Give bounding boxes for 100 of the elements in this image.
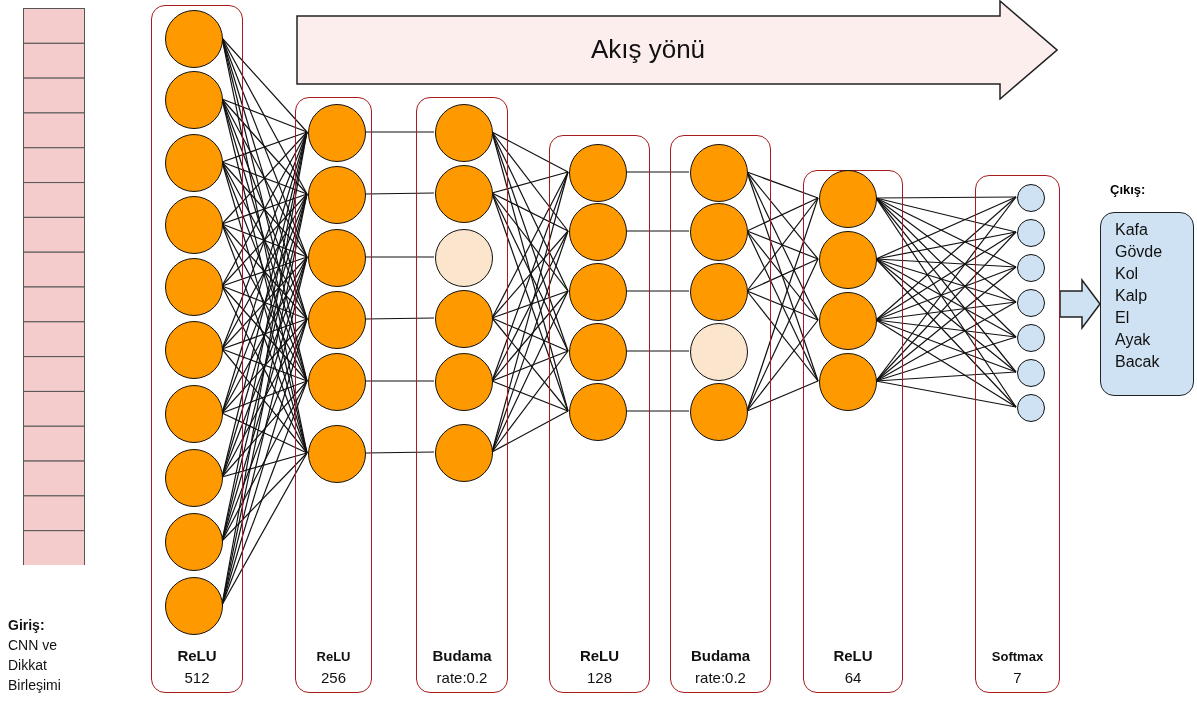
layer-value: rate:0.2 — [694, 669, 747, 686]
connection-line — [221, 223, 308, 320]
class-label: El — [1115, 308, 1131, 328]
connection-line — [746, 171, 819, 260]
connection-line — [491, 350, 569, 382]
connection-line — [625, 410, 690, 412]
connection-line — [221, 98, 308, 133]
connection-line — [491, 290, 569, 319]
connection-line — [221, 452, 308, 478]
connection-line — [221, 256, 308, 287]
class-label: Kafa — [1115, 220, 1149, 240]
class-label: Ayak — [1115, 330, 1152, 350]
connection-line — [875, 197, 1017, 303]
connection-line — [364, 317, 435, 320]
connection-line — [625, 350, 690, 352]
connection-line — [221, 348, 308, 454]
block-arrow — [1059, 277, 1101, 331]
layer-value: 128 — [586, 669, 613, 686]
connection-line — [746, 197, 819, 292]
connection-line — [746, 197, 819, 232]
connection-line — [364, 192, 435, 195]
layer-box — [670, 135, 771, 693]
connection-line — [875, 371, 1017, 382]
connection-line — [746, 230, 819, 321]
connection-line — [491, 317, 569, 412]
neuron-circle — [1017, 394, 1045, 422]
connection-line — [221, 380, 308, 414]
connection-line — [491, 380, 569, 412]
connection-line — [364, 131, 435, 133]
connection-line — [625, 290, 690, 292]
connection-line — [221, 223, 308, 258]
connection-line — [875, 319, 1017, 408]
layer-box — [803, 170, 903, 693]
layer-label: ReLU — [176, 647, 218, 664]
layer-value: 512 — [183, 669, 211, 686]
connection-line — [491, 317, 569, 352]
neuron-circle — [1017, 289, 1045, 317]
connection-line — [364, 380, 435, 382]
connection-line — [221, 452, 308, 606]
connection-line — [875, 258, 1017, 408]
connection-line — [625, 171, 690, 173]
connection-line — [221, 193, 308, 287]
connection-line — [221, 285, 308, 320]
connection-line — [625, 230, 690, 232]
connection-line — [746, 380, 819, 412]
connection-line — [221, 161, 308, 258]
connection-line — [746, 258, 819, 292]
connection-line — [491, 350, 569, 453]
connection-line — [875, 231, 1017, 382]
layer-box — [151, 5, 243, 693]
layer-value: rate:0.2 — [435, 669, 489, 686]
connection-line — [875, 231, 1017, 321]
connection-line — [221, 161, 308, 195]
connection-line — [746, 319, 819, 412]
layer-box — [416, 97, 508, 693]
connection-line — [221, 131, 308, 225]
layer-label: ReLU — [578, 647, 621, 664]
layer-value: 7 — [1012, 669, 1023, 686]
connection-line — [221, 131, 308, 163]
connection-line — [875, 301, 1017, 321]
connection-line — [875, 380, 1017, 408]
connection-line — [221, 318, 308, 350]
connection-line — [746, 171, 819, 199]
connection-line — [364, 451, 435, 454]
connection-line — [491, 192, 569, 232]
connection-line — [221, 452, 308, 542]
connection-line — [491, 410, 569, 453]
layer-label: Budama — [689, 647, 752, 664]
connection-line — [491, 131, 569, 232]
connection-line — [746, 290, 819, 321]
connection-line — [221, 37, 308, 133]
neuron-circle — [1017, 359, 1045, 387]
connection-line — [221, 318, 308, 414]
connection-line — [491, 171, 569, 194]
connection-line — [746, 290, 819, 382]
connection-line — [875, 197, 1017, 233]
class-label: Bacak — [1115, 352, 1161, 372]
connection-line — [491, 290, 569, 382]
connection-line — [221, 285, 308, 382]
neuron-circle — [1017, 254, 1045, 282]
layer-label: Softmax — [990, 649, 1045, 664]
connection-line — [746, 230, 819, 260]
layer-label: ReLU — [315, 649, 352, 664]
neuron-circle — [1017, 324, 1045, 352]
input-caption: CNN ve Dikkat Birleşimi — [8, 636, 62, 695]
class-label: Kol — [1115, 264, 1140, 284]
layer-box — [549, 135, 650, 693]
output-heading: Çıkış: — [1110, 182, 1146, 197]
layer-label: Budama — [431, 647, 493, 664]
connection-line — [875, 258, 1017, 303]
arrow-label: Akış yönü — [589, 34, 707, 65]
layer-label: ReLU — [832, 647, 874, 664]
input-bar — [23, 8, 85, 565]
neuron-circle — [308, 104, 366, 162]
connection-line — [875, 258, 1017, 268]
class-label: Kalp — [1115, 286, 1149, 306]
connection-line — [221, 348, 308, 382]
connection-line — [221, 193, 308, 225]
connection-line — [875, 301, 1017, 382]
connection-line — [875, 319, 1017, 373]
